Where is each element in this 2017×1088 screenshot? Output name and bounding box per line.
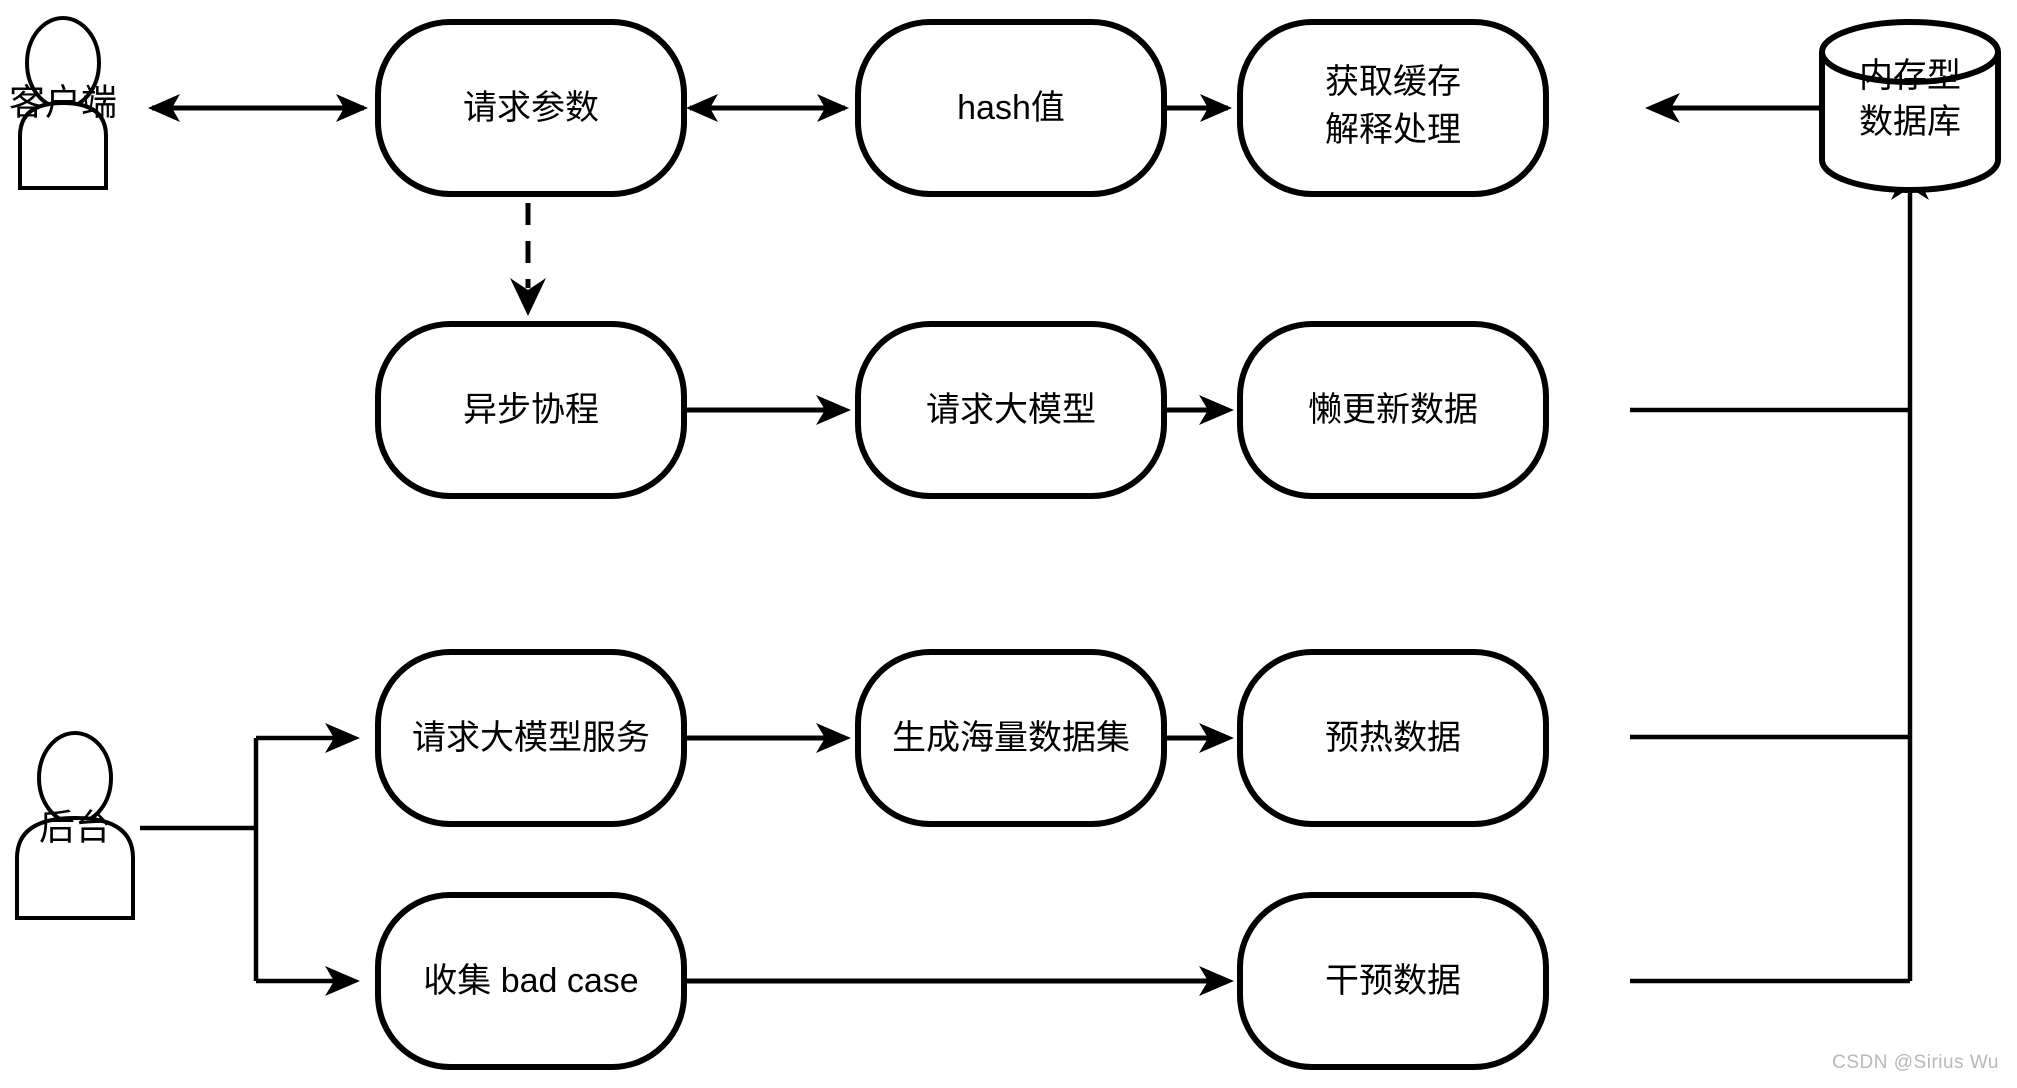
edge-bus-to-db: [1891, 160, 1929, 981]
edge-client-reqparams: [148, 94, 368, 122]
node-intervene-data-label: 干预数据: [1325, 962, 1461, 1000]
node-async-coroutine-label: 异步协程: [463, 391, 599, 429]
node-req-llm-label: 请求大模型: [926, 391, 1096, 429]
edge-async-reqllm: [679, 395, 851, 425]
node-req-llm-service-label: 请求大模型服务: [412, 719, 650, 757]
actor-backend[interactable]: 后台: [15, 731, 135, 920]
node-hash-value-label: hash值: [957, 89, 1065, 127]
actor-body-icon: [18, 100, 108, 190]
node-get-cache[interactable]: 获取缓存 解释处理: [1237, 19, 1549, 197]
node-gen-dataset-label: 生成海量数据集: [892, 719, 1130, 757]
node-hash-value[interactable]: hash值: [855, 19, 1167, 197]
node-memory-db[interactable]: 内存型 数据库: [1819, 19, 2001, 193]
node-memory-db-label-line1: 内存型: [1859, 57, 1961, 95]
actor-client[interactable]: 客户端: [9, 16, 117, 190]
node-get-cache-label-line1: 获取缓存: [1325, 63, 1461, 101]
actor-body-icon: [15, 815, 135, 920]
node-req-llm-service[interactable]: 请求大模型服务: [375, 649, 687, 827]
node-collect-bad-case[interactable]: 收集 bad case: [375, 892, 687, 1070]
edge-reqparams-hash: [686, 94, 849, 122]
node-preheat-data[interactable]: 预热数据: [1237, 649, 1549, 827]
edge-backend-branch: [140, 723, 360, 996]
watermark-text: CSDN @Sirius Wu: [1832, 1052, 1999, 1073]
edge-db-getcache: [1645, 93, 1822, 123]
node-get-cache-label-line2: 解释处理: [1325, 111, 1461, 149]
node-req-params-label: 请求参数: [463, 89, 599, 127]
node-lazy-update[interactable]: 懒更新数据: [1237, 321, 1549, 499]
database-cylinder-top-icon: [1819, 19, 2001, 85]
node-req-llm[interactable]: 请求大模型: [855, 321, 1167, 499]
node-lazy-update-label: 懒更新数据: [1308, 391, 1478, 429]
database-cylinder-icon: [1819, 52, 2001, 193]
node-async-coroutine[interactable]: 异步协程: [375, 321, 687, 499]
node-memory-db-label-line2: 数据库: [1859, 103, 1961, 141]
node-intervene-data[interactable]: 干预数据: [1237, 892, 1549, 1070]
edge-reqllmsvc-gendataset: [679, 723, 851, 753]
node-collect-bad-case-label: 收集 bad case: [423, 962, 638, 1000]
actor-backend-label: 后台: [39, 807, 111, 848]
node-req-params[interactable]: 请求参数: [375, 19, 687, 197]
edge-badcase-intervene: [679, 966, 1234, 996]
node-gen-dataset[interactable]: 生成海量数据集: [855, 649, 1167, 827]
node-preheat-data-label: 预热数据: [1325, 719, 1461, 757]
actor-client-label: 客户端: [9, 82, 117, 123]
